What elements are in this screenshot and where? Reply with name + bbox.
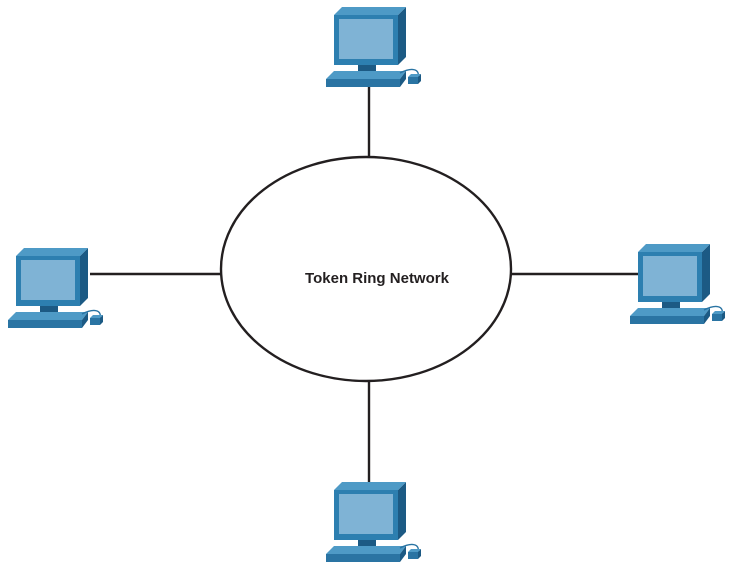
desktop-computer-icon — [325, 6, 422, 88]
desktop-computer-icon — [325, 481, 422, 563]
token-ring — [219, 155, 513, 383]
desktop-computer-icon — [629, 243, 726, 325]
ring-label: Token Ring Network — [305, 270, 450, 287]
desktop-computer-icon — [7, 247, 104, 329]
